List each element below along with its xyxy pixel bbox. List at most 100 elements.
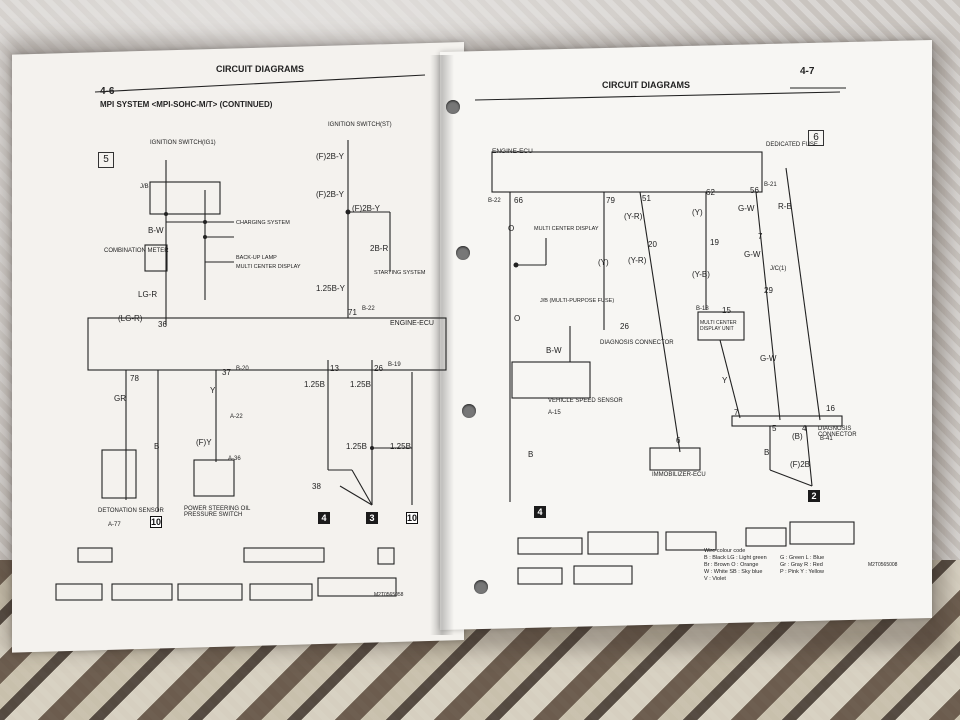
- legend-entry: Gr : Gray R : Red: [780, 562, 823, 568]
- ground-symbol-10: 10: [406, 512, 418, 524]
- wire-label: G-W: [760, 354, 777, 363]
- wire-label: (F)Y: [196, 438, 212, 447]
- pin-number: 78: [130, 374, 139, 383]
- wire-label: (F)2B-Y: [316, 152, 344, 161]
- wire-label: GR: [114, 394, 126, 403]
- wire-label: (Y-B): [692, 270, 710, 279]
- wire-label: (Y-R): [628, 256, 647, 265]
- dedicated-fuse-label: DEDICATED FUSE: [766, 142, 818, 148]
- wire-label: 1.25B: [350, 380, 371, 389]
- jb-mpf-label: J/B (MULTI-PURPOSE FUSE): [540, 298, 615, 304]
- ignition-switch-ig1-label: IGNITION SWITCH(IG1): [150, 140, 216, 146]
- wire-label: (Y-R): [624, 212, 643, 221]
- connector-tag: A-22: [230, 414, 243, 420]
- pin-number: 37: [222, 368, 231, 377]
- pin-number: 15: [722, 306, 731, 315]
- wire-label: LG-R: [138, 290, 158, 299]
- wire-label: Y: [722, 376, 728, 385]
- wire-label: (B): [792, 432, 803, 441]
- binder-hole: [456, 246, 470, 260]
- wire-label: O: [508, 224, 515, 233]
- wire-label: 2B-R: [370, 244, 389, 253]
- multi-center-display-label: MULTI CENTER DISPLAY: [236, 264, 301, 270]
- wire-label: G-W: [738, 204, 755, 213]
- power-steering-switch-label: POWER STEERING OIL PRESSURE SWITCH: [184, 506, 251, 518]
- jb-label: J/B: [140, 184, 149, 190]
- diagram-number-box: 5: [98, 152, 114, 168]
- vehicle-speed-sensor-label: VEHICLE SPEED SENSOR: [548, 398, 623, 404]
- binder-hole: [474, 580, 488, 594]
- connector-tag: B-20: [236, 366, 249, 372]
- pin-number: 56: [750, 186, 759, 195]
- binder-hole: [446, 100, 460, 114]
- wire-label: 1.25B: [304, 380, 325, 389]
- connector-tag: B-41: [820, 436, 833, 442]
- diagnosis-connector-label: DIAGNOSIS CONNECTOR: [600, 340, 674, 346]
- multi-center-display-unit-label: MULTI CENTER DISPLAY UNIT: [700, 320, 737, 332]
- legend-title: Wire colour code: [704, 548, 746, 554]
- pin-number: 51: [642, 194, 651, 203]
- connector-tag: A-77: [108, 522, 121, 528]
- legend-entry: B : Black LG : Light green: [704, 555, 767, 561]
- ground-symbol-10: 10: [150, 516, 162, 528]
- wire-label: B: [528, 450, 534, 459]
- pin-number: 20: [648, 240, 657, 249]
- pin-number: 71: [348, 308, 357, 317]
- binder-hole: [462, 404, 476, 418]
- wire-label: B-W: [148, 226, 164, 235]
- engine-ecu-label-left: ENGINE-ECU: [390, 320, 434, 327]
- pin-number: 6: [676, 436, 681, 445]
- connector-tag: B-19: [388, 362, 401, 368]
- engine-ecu-label-right: ENGINE-ECU: [492, 148, 533, 155]
- ground-symbol-3: 3: [366, 512, 378, 524]
- ground-symbol-4: 4: [318, 512, 330, 524]
- wire-label: G-W: [744, 250, 761, 259]
- right-page-header: CIRCUIT DIAGRAMS: [602, 80, 690, 90]
- connector-tag: A-15: [548, 410, 561, 416]
- connector-tag: B-22: [362, 306, 375, 312]
- connector-tag: A-36: [228, 456, 241, 462]
- pin-number: 38: [312, 482, 321, 491]
- detonation-sensor-label: DETONATION SENSOR: [98, 508, 164, 514]
- diagnosis-connector-label: DIAGNOSIS CONNECTOR: [818, 426, 857, 438]
- left-page-number: 4-6: [100, 86, 115, 97]
- wire-label: (LG-R): [118, 314, 143, 323]
- jc1-label: J/C(1): [770, 266, 787, 272]
- pin-number: 13: [330, 364, 339, 373]
- pin-number: 7: [758, 232, 763, 241]
- wire-label: 1.25B: [346, 442, 367, 451]
- wire-label: (Y): [598, 258, 609, 267]
- pin-number: 16: [826, 404, 835, 413]
- pin-number: 19: [710, 238, 719, 247]
- pin-number: 36: [158, 320, 167, 329]
- legend-entry: G : Green L : Blue: [780, 555, 825, 561]
- pin-number: 62: [706, 188, 715, 197]
- left-page-subtitle: MPI SYSTEM <MPI-SOHC-M/T> (CONTINUED): [100, 100, 273, 109]
- pin-number: 7: [734, 408, 739, 417]
- wire-label: R-B: [778, 202, 792, 211]
- ground-symbol-2: 2: [808, 490, 820, 502]
- wire-label: 1.25B: [390, 442, 411, 451]
- legend-entry: W : White SB : Sky blue: [704, 569, 763, 575]
- connector-tag: B-18: [696, 306, 709, 312]
- pin-number: 4: [802, 424, 807, 433]
- wire-label: (F)2B-Y: [352, 204, 380, 213]
- ground-symbol-4: 4: [534, 506, 546, 518]
- ignition-switch-st-label: IGNITION SWITCH(ST): [328, 122, 392, 128]
- right-footer-code: M2T0565008: [868, 562, 898, 568]
- starting-system-label: STARTING SYSTEM: [374, 270, 426, 276]
- legend-entry: P : Pink Y : Yellow: [780, 569, 825, 575]
- pin-number: 5: [772, 424, 777, 433]
- wire-label: (F)2B: [790, 460, 810, 469]
- wire-label: O: [514, 314, 521, 323]
- book-gutter: [430, 55, 454, 635]
- left-footer-code: M2T0565058: [374, 592, 404, 598]
- wire-label: (Y): [692, 208, 703, 217]
- wire-label: 1.25B-Y: [316, 284, 345, 293]
- charging-system-label: CHARGING SYSTEM: [236, 220, 290, 226]
- wire-label: B: [154, 442, 160, 451]
- pin-number: 79: [606, 196, 615, 205]
- right-page-number: 4-7: [800, 66, 815, 77]
- multi-center-display-label: MULTI CENTER DISPLAY: [534, 226, 599, 232]
